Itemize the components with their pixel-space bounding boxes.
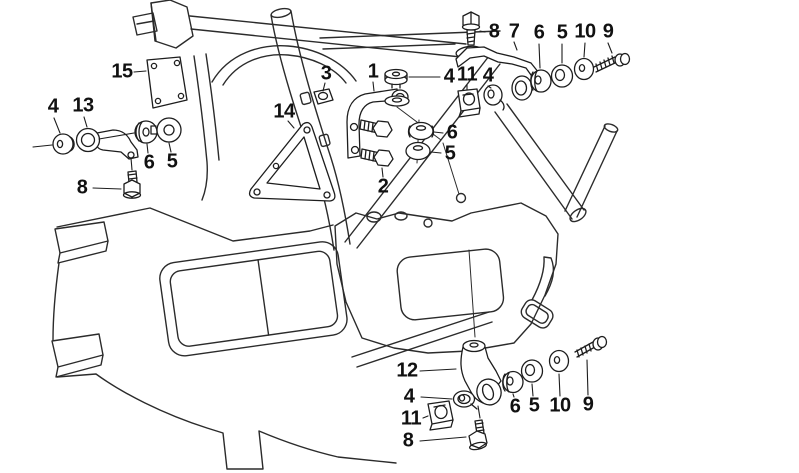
callout-1: 1	[367, 60, 379, 83]
part-screw-9-top	[594, 54, 630, 73]
callout-11-bottom: 11	[400, 407, 422, 430]
callout-leader-lines	[54, 31, 612, 441]
callout-6-top: 6	[533, 21, 545, 44]
callout-8-left: 8	[76, 176, 88, 199]
callout-7: 7	[508, 20, 520, 43]
callout-4-left: 4	[47, 95, 59, 118]
part-washer-5-top	[552, 65, 573, 87]
foot-peg	[519, 297, 556, 330]
callout-5-top: 5	[556, 21, 568, 44]
callout-3: 3	[320, 62, 332, 85]
part-grommet-4-left	[33, 134, 74, 154]
part-mount-arm-13	[77, 129, 139, 171]
callout-10-top: 10	[574, 20, 596, 43]
part-bushing-5-left	[151, 118, 181, 142]
callout-14: 14	[273, 100, 295, 123]
callout-9-bottom: 9	[582, 393, 594, 416]
part-tophat-washer-4-center	[385, 70, 409, 107]
callout-4-bottom: 4	[403, 385, 415, 408]
part-cover-plate-15	[147, 57, 187, 108]
callout-4-center: 4	[443, 65, 455, 88]
part-clip-nut-3	[314, 89, 333, 104]
callout-6-bottom: 6	[509, 395, 521, 418]
part-gusset-plate-14	[250, 123, 335, 201]
part-bushing-6-top	[531, 70, 551, 92]
callout-9-top: 9	[602, 20, 614, 43]
fairing-panel	[52, 208, 396, 469]
callout-5-bottom: 5	[528, 394, 540, 417]
part-grommet-4-top-right	[484, 85, 504, 110]
engine-block	[335, 107, 558, 367]
part-tophat-washer-4-bottom	[454, 391, 481, 418]
callout-5-center: 5	[444, 142, 456, 165]
part-bolt-8-left	[124, 171, 141, 198]
part-washer-10-bottom	[550, 351, 569, 372]
part-bracket-12	[461, 341, 505, 409]
part-screw-9-bottom	[575, 337, 607, 358]
callout-6-left: 6	[143, 151, 155, 174]
part-washer-5-bottom	[522, 360, 543, 382]
part-bushing-6-bottom	[503, 372, 523, 393]
part-bolt-8-bottom	[469, 420, 487, 451]
callout-12: 12	[396, 359, 418, 382]
part-clip-nut-11-top	[458, 89, 480, 117]
callout-2: 2	[377, 175, 389, 198]
callout-8-top: 8	[488, 20, 500, 43]
part-rubber-ring-6-center	[409, 123, 434, 140]
fairing-recess	[158, 240, 349, 358]
callout-8-bottom: 8	[402, 429, 414, 452]
callout-13: 13	[72, 94, 94, 117]
callout-4-right: 4	[482, 64, 494, 87]
part-washer-10-top	[575, 59, 594, 80]
callout-6-center: 6	[446, 121, 458, 144]
part-bushing-6-left	[135, 121, 157, 143]
callout-11-top: 11	[456, 63, 478, 86]
part-rubber-ring-5-center	[406, 143, 430, 160]
callout-10-bottom: 10	[549, 394, 571, 417]
part-bolt-2	[361, 149, 393, 166]
callout-15: 15	[111, 60, 133, 83]
part-clip-nut-11-bottom	[428, 401, 453, 430]
callout-5-left: 5	[166, 150, 178, 173]
part-bolt-8-top	[463, 12, 480, 45]
